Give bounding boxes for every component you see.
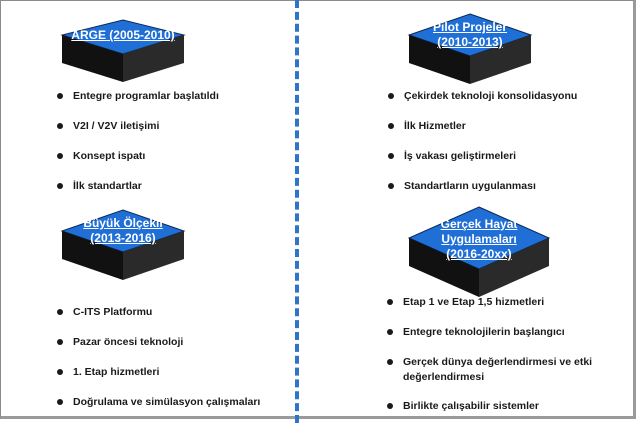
list-item: İş vakası geliştirmeleri: [388, 150, 516, 163]
diamond-shape-arge: [60, 19, 186, 82]
phase-title-line: (2013-2016): [90, 231, 156, 245]
diamond-shape-buyuk: [60, 209, 186, 280]
bullet-icon: [387, 329, 393, 335]
phase-diamond-buyuk: Büyük Ölçekli (2013-2016): [58, 206, 188, 296]
bullet-icon: [57, 93, 63, 99]
phase-title-line: (2016-20xx): [446, 247, 512, 261]
list-item: V2I / V2V iletişimi: [57, 120, 159, 133]
phase-title-line: Gerçek Hayat: [440, 217, 518, 231]
list-item: Etap 1 ve Etap 1,5 hizmetleri: [387, 296, 544, 309]
list-item: Entegre programlar başlatıldı: [57, 90, 219, 103]
section-divider: [295, 0, 299, 423]
phase-title-arge: ARGE (2005-2010): [58, 28, 188, 43]
list-item: Birlikte çalışabilir sistemler: [387, 400, 539, 413]
phase-title-line: Büyük Ölçekli: [83, 216, 163, 230]
list-item: Standartların uygulanması: [388, 180, 536, 193]
phase-diamond-pilot: Pilot Projeler (2010-2013): [405, 12, 535, 102]
phase-title-line: (2010-2013): [437, 35, 503, 49]
bullet-icon: [388, 153, 394, 159]
list-item: Çekirdek teknoloji konsolidasyonu: [388, 90, 577, 103]
bullet-icon: [57, 153, 63, 159]
list-item: C-ITS Platformu: [57, 306, 152, 319]
list-item: İlk standartlar: [57, 180, 142, 193]
bullet-icon: [57, 183, 63, 189]
list-item: İlk Hizmetler: [388, 120, 466, 133]
list-item-continuation: değerlendirmesi: [403, 371, 485, 383]
bullet-icon: [57, 339, 63, 345]
bullet-icon: [387, 299, 393, 305]
diamond-shape-pilot: [407, 13, 533, 84]
list-item: Gerçek dünya değerlendirmesi ve etki: [387, 356, 592, 369]
bullet-icon: [387, 403, 393, 409]
bullet-icon: [388, 183, 394, 189]
bullet-icon: [388, 123, 394, 129]
bullet-icon: [57, 309, 63, 315]
list-item: Konsept ispatı: [57, 150, 145, 163]
bullet-icon: [387, 359, 393, 365]
bullet-icon: [57, 369, 63, 375]
bullet-icon: [57, 123, 63, 129]
phase-title-buyuk: Büyük Ölçekli (2013-2016): [58, 216, 188, 246]
phase-diamond-gercek: Gerçek Hayat Uygulamaları (2016-20xx): [405, 205, 553, 305]
phase-title-line: ARGE (2005-2010): [71, 28, 175, 42]
diamond-shape-gercek: [407, 206, 551, 297]
phase-title-line: Uygulamaları: [441, 232, 517, 246]
phase-title-line: Pilot Projeler: [432, 20, 508, 34]
phase-diamond-arge: ARGE (2005-2010): [58, 12, 188, 102]
phase-title-pilot: Pilot Projeler (2010-2013): [405, 20, 535, 50]
phase-title-gercek: Gerçek Hayat Uygulamaları (2016-20xx): [405, 217, 553, 262]
bullet-icon: [57, 399, 63, 405]
list-item: Doğrulama ve simülasyon çalışmaları: [57, 396, 260, 409]
list-item: Pazar öncesi teknoloji: [57, 336, 183, 349]
bullet-icon: [388, 93, 394, 99]
list-item: 1. Etap hizmetleri: [57, 366, 159, 379]
list-item: Entegre teknolojilerin başlangıcı: [387, 326, 565, 339]
